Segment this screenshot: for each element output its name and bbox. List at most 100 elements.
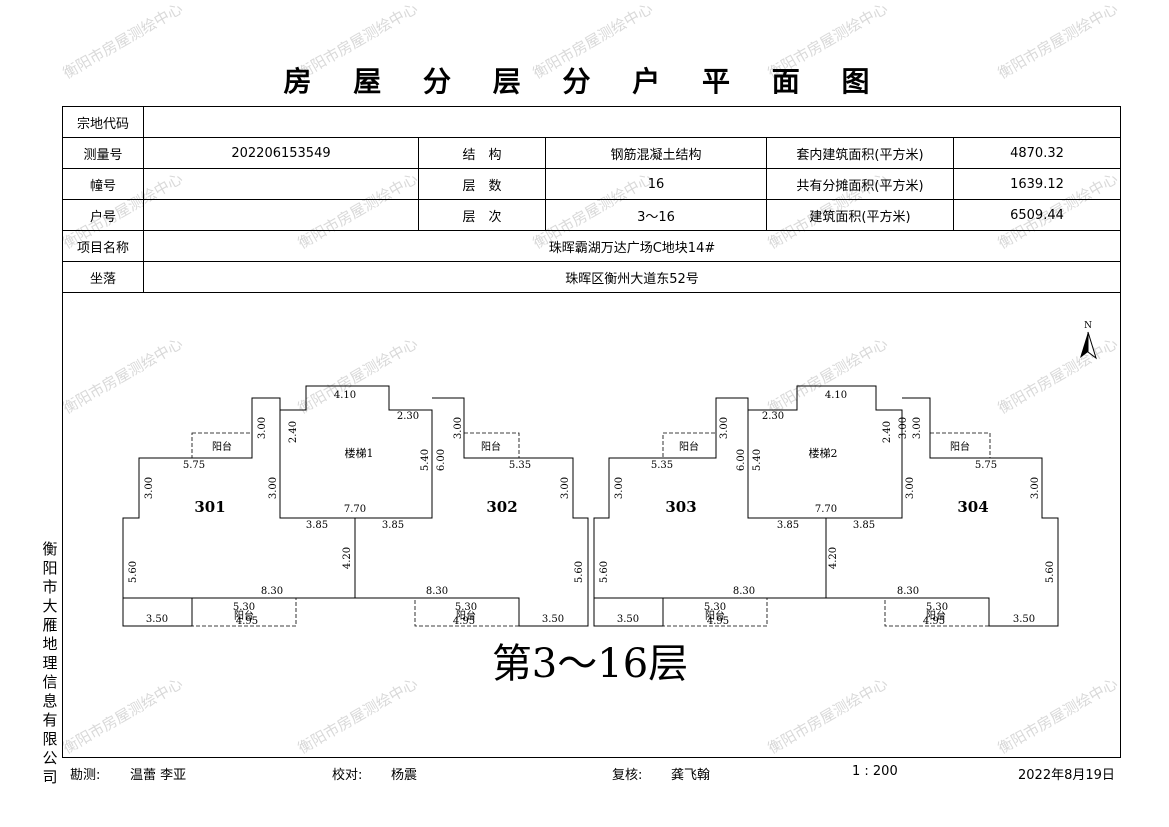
north-label: N [1084,321,1092,331]
dim-label: 5.75 [975,460,997,471]
dim-label: 4.20 [342,547,353,569]
unit-no-label: 户号 [62,199,144,231]
dim-label: 4.95 [453,616,475,627]
dim-label: 4.95 [923,616,945,627]
dim-label: 4.20 [828,547,839,569]
dim-label: 5.60 [128,561,139,583]
dim-label: 8.30 [426,586,448,597]
unit-304-label: 304 [957,498,988,516]
dim-label: 2.30 [762,411,784,422]
dim-label: 5.60 [1045,561,1056,583]
location-label: 坐落 [62,261,144,293]
scale-text: 1 : 200 [852,764,898,779]
dim-label: 5.35 [509,460,531,471]
inner-area-label: 套内建筑面积(平方米) [766,137,954,169]
balcony-label: 阳台 [234,609,254,622]
dim-label: 5.75 [183,460,205,471]
dim-label: 3.00 [144,477,155,499]
dim-label: 3.85 [306,520,328,531]
checker-value: 杨震 [391,768,418,783]
dim-label: 8.30 [897,586,919,597]
dim-label: 5.30 [926,602,948,613]
right-dimensions: 4.10 2.30 5.35 5.75 7.70 3.85 3.85 8.30 … [599,390,1056,627]
balcony-label: 阳台 [926,609,946,622]
dim-label: 5.30 [455,602,477,613]
unit-303-label: 303 [665,498,696,516]
dim-label: 5.35 [651,460,673,471]
reviewer-value: 龚飞翰 [671,768,711,783]
dim-label: 5.40 [752,449,763,471]
dim-label: 5.60 [574,561,585,583]
north-arrow-icon: N [1080,321,1097,360]
page-title: 房 屋 分 层 分 户 平 面 图 [283,65,886,98]
dim-label: 3.00 [560,477,571,499]
reviewer-label: 复核: [612,768,643,783]
dim-label: 6.00 [436,449,447,471]
building-no-label: 幢号 [62,168,144,200]
unit-302-label: 302 [486,498,517,516]
structure-label: 结 构 [418,137,546,169]
table-row: 幢号 层 数 16 共有分摊面积(平方米) 1639.12 [62,168,1121,200]
dim-label: 2.40 [882,421,893,443]
dim-label: 3.85 [777,520,799,531]
surveyor-value: 温蕾 李亚 [130,768,187,783]
inner-area-value: 4870.32 [953,137,1121,169]
survey-no-label: 测量号 [62,137,144,169]
company-name: 衡阳市大雁地理信息有限公司 [42,540,58,786]
shared-area-label: 共有分摊面积(平方米) [766,168,954,200]
building-area-value: 6509.44 [953,199,1121,231]
date-text: 2022年8月19日 [1018,768,1115,783]
dim-label: 7.70 [344,504,366,515]
balcony-label: 阳台 [212,440,232,453]
dim-label: 3.00 [614,477,625,499]
project-name-value: 珠晖霸湖万达广场C地块14# [143,230,1121,262]
right-balconies [662,432,991,627]
dim-label: 5.60 [599,561,610,583]
unit-301-label: 301 [194,498,225,516]
project-name-label: 项目名称 [62,230,144,262]
info-table: 宗地代码 测量号 202206153549 结 构 钢筋混凝土结构 套内建筑面积… [62,106,1121,293]
surveyor-label: 勘测: [70,768,101,783]
dim-label: 5.30 [704,602,726,613]
dim-label: 3.00 [453,417,464,439]
dim-label: 3.00 [1030,477,1041,499]
left-dimensions: 4.10 2.30 5.75 5.35 7.70 3.85 3.85 8.30 … [128,390,585,627]
floor-caption: 第3～16层 [492,641,688,687]
dim-label: 3.50 [1013,614,1035,625]
stair-2-label: 楼梯2 [809,446,838,460]
balcony-label: 阳台 [456,609,476,622]
dim-label: 3.85 [382,520,404,531]
dim-label: 6.00 [736,449,747,471]
building-no-value [143,168,419,200]
dim-label: 5.30 [233,602,255,613]
dim-label: 3.00 [257,417,268,439]
dim-label: 8.30 [261,586,283,597]
dim-label: 3.00 [905,477,916,499]
dim-label: 2.40 [288,421,299,443]
table-row: 项目名称 珠晖霸湖万达广场C地块14# [62,230,1121,262]
balcony-label: 阳台 [950,440,970,453]
dim-label: 3.50 [146,614,168,625]
dim-label: 4.10 [334,390,356,401]
stair-1-label: 楼梯1 [345,446,374,460]
left-balconies [191,432,520,627]
dim-label: 3.00 [719,417,730,439]
floors-value: 16 [545,168,767,200]
dim-label: 4.10 [825,390,847,401]
table-row: 户号 层 次 3〜16 建筑面积(平方米) 6509.44 [62,199,1121,231]
table-row: 坐落 珠晖区衡州大道东52号 [62,261,1121,293]
dim-label: 8.30 [733,586,755,597]
table-row: 测量号 202206153549 结 构 钢筋混凝土结构 套内建筑面积(平方米)… [62,137,1121,169]
balcony-label: 阳台 [679,440,699,453]
dim-label: 3.00 [912,417,923,439]
balcony-label: 阳台 [705,609,725,622]
dim-label: 3.85 [853,520,875,531]
dim-label: 4.95 [236,616,258,627]
dim-label: 3.00 [268,477,279,499]
dim-label: 4.95 [707,616,729,627]
checker-label: 校对: [332,768,363,783]
dim-label: 5.40 [420,449,431,471]
dim-label: 7.70 [815,504,837,515]
balcony-label: 阳台 [481,440,501,453]
